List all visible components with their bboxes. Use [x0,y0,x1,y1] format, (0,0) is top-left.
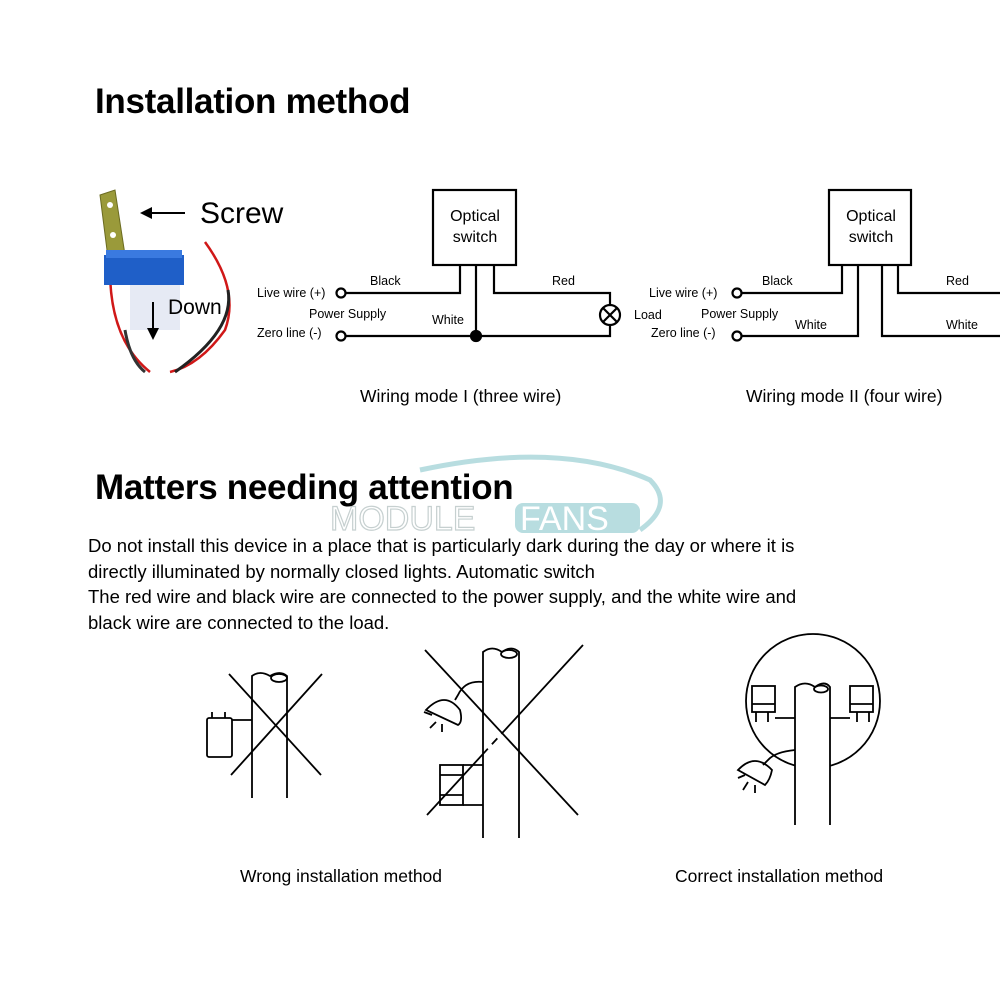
wiring-diagram-mode-2 [731,188,1000,342]
zero-line-label: Zero line (-) [651,326,716,340]
correct-installation-drawing [736,633,881,825]
wrong-installation-drawing-1 [206,672,323,798]
white-wire-label: White [432,313,464,327]
svg-text:MODULE: MODULE [330,500,475,538]
mode-1-caption: Wiring mode I (three wire) [360,386,562,406]
paragraph-line: black wire are connected to the load. [88,611,390,633]
down-label: Down [168,296,222,319]
svg-text:FANS: FANS [520,500,609,538]
junction-dot [469,329,483,343]
white-wire-label-right: White [946,318,978,332]
power-supply-label: Power Supply [309,307,387,321]
screw-label: Screw [200,197,284,230]
red-wire-label: Red [946,274,969,288]
wrong-installation-caption: Wrong installation method [240,866,443,886]
wrong-installation-drawing-2 [423,644,584,838]
watermark-logo: MODULE FANS [329,454,663,539]
light-sensor-device-image [99,189,231,374]
live-wire-label: Live wire (+) [257,286,326,300]
attention-paragraph: Do not install this device in a place th… [88,533,968,635]
paragraph-line: The red wire and black wire are connecte… [88,586,797,607]
black-wire-label: Black [762,274,793,288]
correct-installation-caption: Correct installation method [675,866,884,886]
terminal-zero [335,330,347,342]
box-line-2: switch [848,229,894,246]
terminal-live [731,287,743,299]
optical-switch-box [431,188,518,267]
white-wire-label-left: White [795,318,827,332]
box-line-1: Optical [846,208,896,225]
paragraph-line: directly illuminated by normally closed … [88,560,595,582]
zero-line-label: Zero line (-) [257,326,322,340]
lamp-load-icon [598,303,622,327]
optical-switch-label: Optical switch [433,206,517,248]
optical-switch-box [827,188,913,267]
mode-2-caption: Wiring mode II (four wire) [746,386,943,406]
screw-arrow-icon [140,207,185,219]
terminal-zero [731,330,743,342]
box-line-2: switch [452,229,498,246]
red-wire-label: Red [552,274,575,288]
terminal-live [335,287,347,299]
installation-title: Installation method [95,82,411,121]
optical-switch-label: Optical switch [829,206,913,248]
box-line-1: Optical [450,208,500,225]
down-arrow-icon [147,302,159,340]
paragraph-line: Do not install this device in a place th… [88,535,795,556]
live-wire-label: Live wire (+) [649,286,718,300]
load-label: Load [634,308,662,322]
wiring-diagram-mode-1 [335,188,622,343]
black-wire-label: Black [370,274,401,288]
attention-title: Matters needing attention [95,468,514,507]
power-supply-label: Power Supply [701,307,779,321]
